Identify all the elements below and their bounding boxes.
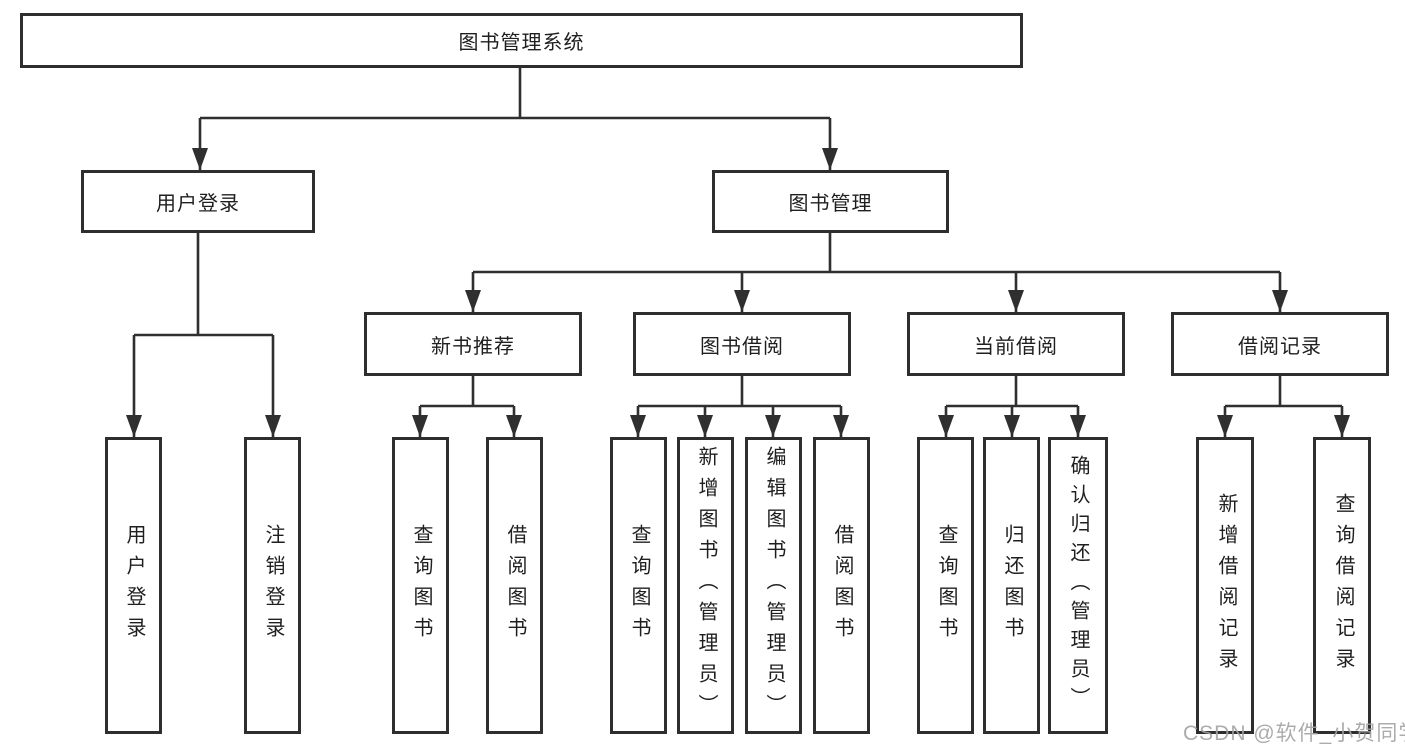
leaf-user-login: 用户登录 [105,437,162,734]
leaf-edit-books-admin: 编辑图书（管理员） [745,437,802,734]
node-book-borrow: 图书借阅 [633,312,851,376]
csdn-watermark: CSDN @软件_小贺同学 [1183,722,1405,745]
node-current-borrow: 当前借阅 [907,312,1125,376]
leaf-add-books-admin: 新增图书（管理员） [677,437,734,734]
leaf-add-borrow-record: 新增借阅记录 [1196,437,1254,734]
node-user-login: 用户登录 [81,170,315,233]
leaf-query-books-current: 查询图书 [917,437,974,734]
node-borrow-records: 借阅记录 [1171,312,1389,376]
leaf-logout: 注销登录 [244,437,301,734]
root-node-library-system: 图书管理系统 [20,13,1023,68]
leaf-confirm-return-admin: 确认归还（管理员） [1048,437,1108,734]
leaf-borrow-books-recommend: 借阅图书 [486,437,543,734]
node-book-management: 图书管理 [712,170,949,233]
leaf-return-books: 归还图书 [983,437,1040,734]
leaf-query-borrow-record: 查询借阅记录 [1313,437,1371,734]
leaf-query-books-recommend: 查询图书 [392,437,449,734]
leaf-borrow-books: 借阅图书 [813,437,870,734]
node-new-book-recommend: 新书推荐 [364,312,582,376]
leaf-query-books-borrow: 查询图书 [610,437,667,734]
